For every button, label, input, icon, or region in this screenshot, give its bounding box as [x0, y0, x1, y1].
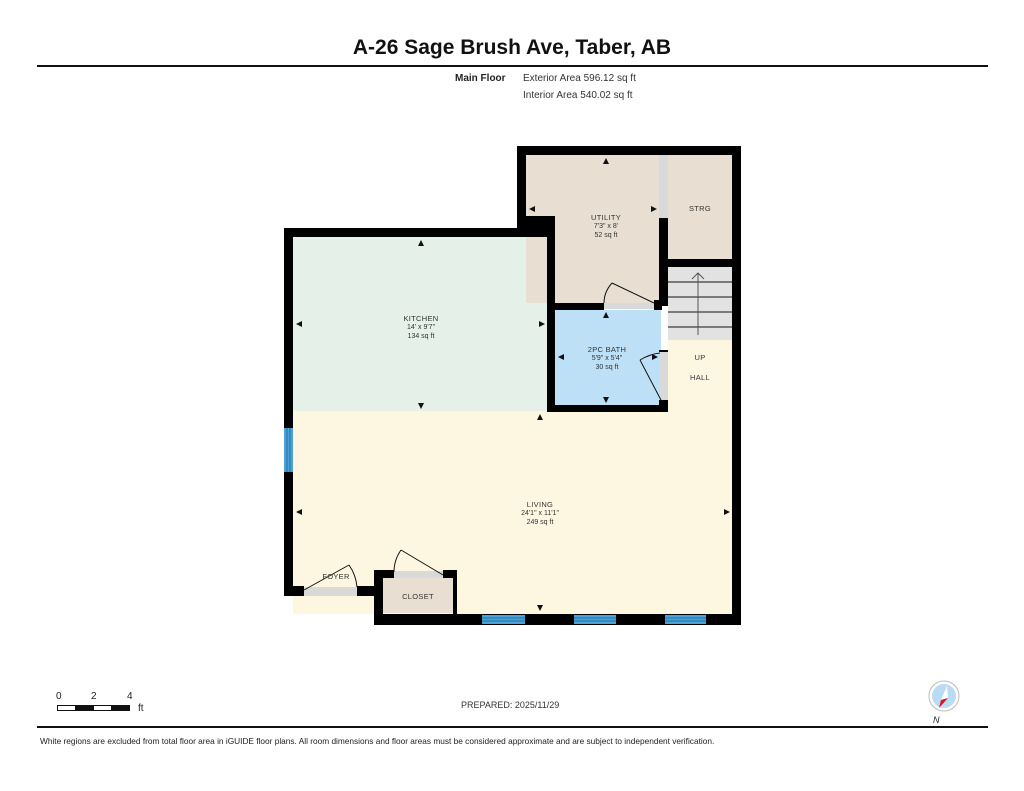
header-divider: [37, 65, 988, 67]
kitchen-floor: [293, 237, 548, 412]
bath-door-opening[interactable]: [604, 303, 654, 309]
hall-floor: [668, 340, 732, 412]
storage-door-opening[interactable]: [659, 155, 668, 218]
door-swings: [303, 282, 663, 591]
entry-door-opening[interactable]: [304, 587, 357, 596]
kitchen-label: KITCHEN 14' x 9'7" 134 sq ft: [403, 314, 439, 340]
scale-bar-graphic: [57, 705, 130, 711]
living-label: LIVING 24'1" x 11'1" 249 sq ft: [521, 500, 559, 526]
storage-floor: [668, 155, 732, 259]
foyer-label: FOYER: [322, 572, 350, 581]
closet-door-opening[interactable]: [394, 571, 443, 578]
page-title: A-26 Sage Brush Ave, Taber, AB: [352, 36, 672, 59]
compass-icon: [928, 680, 960, 712]
disclaimer: White regions are excluded from total fl…: [40, 736, 715, 746]
closet-floor: [383, 578, 453, 613]
walls: [284, 146, 741, 625]
compass-north-label: N: [933, 715, 940, 725]
stairs: [668, 267, 732, 340]
stairs-up-label: UP: [694, 353, 706, 362]
interior-area: Interior Area 540.02 sq ft: [523, 90, 633, 101]
hall-label: HALL: [690, 373, 710, 382]
windows: [284, 428, 706, 624]
storage-label: STRG: [688, 204, 712, 213]
closet-label: CLOSET: [402, 592, 434, 601]
living-floor: [293, 411, 732, 614]
bath-label: 2PC BATH 5'9" x 5'4" 30 sq ft: [587, 345, 627, 371]
utility-label: UTILITY 7'3" x 8' 52 sq ft: [590, 213, 622, 239]
prepared-date: PREPARED: 2025/11/29: [461, 700, 560, 710]
floor-name: Main Floor: [455, 73, 506, 84]
dimension-markers: [296, 158, 730, 611]
footer-divider: [37, 726, 988, 728]
exterior-area: Exterior Area 596.12 sq ft: [523, 73, 636, 84]
